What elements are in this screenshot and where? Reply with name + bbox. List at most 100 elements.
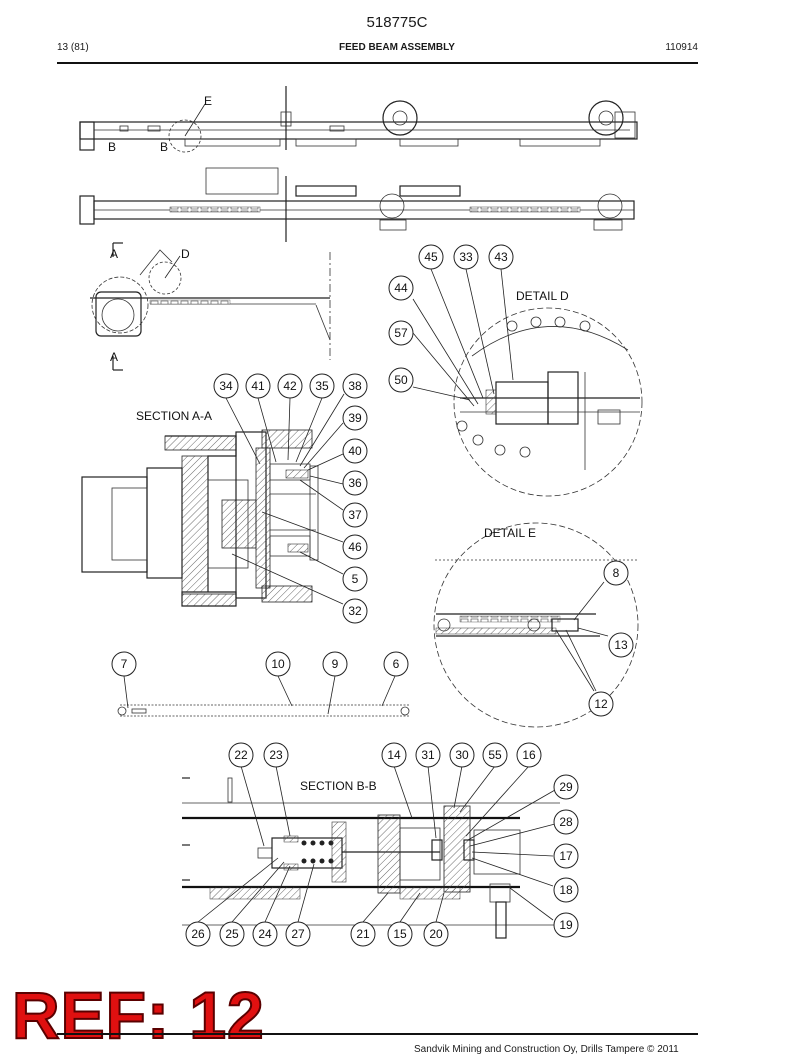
callout-20: 20 <box>423 921 449 947</box>
callout-31: 31 <box>415 742 441 768</box>
callout-46: 46 <box>342 534 368 560</box>
section-b-b-view <box>182 777 560 939</box>
detail-d-view <box>453 307 643 497</box>
callout-29: 29 <box>553 774 579 800</box>
svg-text:39: 39 <box>348 411 362 425</box>
svg-text:15: 15 <box>393 927 407 941</box>
header-rule <box>57 62 698 64</box>
svg-text:32: 32 <box>348 604 362 618</box>
svg-text:30: 30 <box>455 748 469 762</box>
callout-32: 32 <box>342 598 368 624</box>
detail-e-leaders <box>555 581 609 692</box>
callout-21: 21 <box>350 921 376 947</box>
footer-rule <box>57 1033 698 1035</box>
callout-14: 14 <box>381 742 407 768</box>
callout-19: 19 <box>553 912 579 938</box>
section-b-b-title: SECTION B-B <box>300 779 377 793</box>
svg-text:23: 23 <box>269 748 283 762</box>
svg-text:21: 21 <box>356 927 370 941</box>
callout-16: 16 <box>516 742 542 768</box>
callout-44: 44 <box>388 275 414 301</box>
callout-12: 12 <box>588 691 614 717</box>
callout-7: 7 <box>111 651 137 677</box>
svg-text:19: 19 <box>559 918 573 932</box>
copyright-notice: Sandvik Mining and Construction Oy, Dril… <box>414 1044 679 1055</box>
view-label-e: E <box>204 94 212 108</box>
svg-text:28: 28 <box>559 815 573 829</box>
svg-text:8: 8 <box>613 566 620 580</box>
svg-text:31: 31 <box>421 748 435 762</box>
section-a-a-leaders <box>225 393 345 605</box>
svg-text:27: 27 <box>291 927 305 941</box>
callout-45: 45 <box>418 244 444 270</box>
page-number: 13 (81) <box>57 42 89 53</box>
callout-5: 5 <box>342 566 368 592</box>
detail-e-title: DETAIL E <box>484 526 536 540</box>
section-marker-a-bottom: A <box>110 350 118 364</box>
callout-8: 8 <box>603 560 629 586</box>
callout-30: 30 <box>449 742 475 768</box>
callout-17: 17 <box>553 843 579 869</box>
detail-d-title: DETAIL D <box>516 289 569 303</box>
callout-24: 24 <box>252 921 278 947</box>
callout-43: 43 <box>488 244 514 270</box>
section-b-b-leaders <box>197 765 556 923</box>
svg-text:5: 5 <box>352 572 359 586</box>
callout-50: 50 <box>388 367 414 393</box>
svg-text:22: 22 <box>234 748 248 762</box>
svg-text:13: 13 <box>614 638 628 652</box>
svg-text:33: 33 <box>459 250 473 264</box>
callout-35: 35 <box>309 373 335 399</box>
callout-23: 23 <box>263 742 289 768</box>
svg-text:34: 34 <box>219 379 233 393</box>
sheet-title: FEED BEAM ASSEMBLY <box>339 42 455 53</box>
callout-27: 27 <box>285 921 311 947</box>
svg-text:38: 38 <box>348 379 362 393</box>
svg-text:7: 7 <box>121 657 128 671</box>
svg-text:6: 6 <box>393 657 400 671</box>
callout-57: 57 <box>388 320 414 346</box>
reference-stamp: REF: 12 <box>11 978 265 1052</box>
svg-text:10: 10 <box>271 657 285 671</box>
callout-42: 42 <box>277 373 303 399</box>
callout-18: 18 <box>553 877 579 903</box>
svg-text:55: 55 <box>488 748 502 762</box>
callout-38: 38 <box>342 373 368 399</box>
callout-39: 39 <box>342 405 368 431</box>
section-a-a-title: SECTION A-A <box>136 409 212 423</box>
svg-text:46: 46 <box>348 540 362 554</box>
section-a-cut-view <box>90 242 331 371</box>
document-number: 518775C <box>366 14 428 31</box>
svg-text:43: 43 <box>494 250 508 264</box>
callout-26: 26 <box>185 921 211 947</box>
svg-text:14: 14 <box>387 748 401 762</box>
svg-text:41: 41 <box>251 379 265 393</box>
svg-text:24: 24 <box>258 927 272 941</box>
callout-33: 33 <box>453 244 479 270</box>
detail-d-leaders <box>412 268 514 407</box>
callout-6: 6 <box>383 651 409 677</box>
svg-text:50: 50 <box>394 373 408 387</box>
view-label-d: D <box>181 247 190 261</box>
feed-beam-top-view <box>79 167 635 242</box>
svg-text:18: 18 <box>559 883 573 897</box>
part-callouts: 45 33 43 44 57 50 34 41 42 35 38 39 40 3… <box>111 244 634 947</box>
feed-beam-side-view <box>79 86 638 153</box>
section-marker-a-top: A <box>110 247 118 261</box>
callout-13: 13 <box>608 632 634 658</box>
callout-15: 15 <box>387 921 413 947</box>
callout-36: 36 <box>342 470 368 496</box>
svg-text:12: 12 <box>594 697 608 711</box>
svg-text:29: 29 <box>559 780 573 794</box>
callout-28: 28 <box>553 809 579 835</box>
callout-25: 25 <box>219 921 245 947</box>
callout-55: 55 <box>482 742 508 768</box>
svg-text:40: 40 <box>348 444 362 458</box>
svg-text:37: 37 <box>348 508 362 522</box>
section-a-a-view <box>81 429 319 607</box>
svg-text:17: 17 <box>559 849 573 863</box>
svg-text:25: 25 <box>225 927 239 941</box>
svg-text:57: 57 <box>394 326 408 340</box>
svg-text:35: 35 <box>315 379 329 393</box>
